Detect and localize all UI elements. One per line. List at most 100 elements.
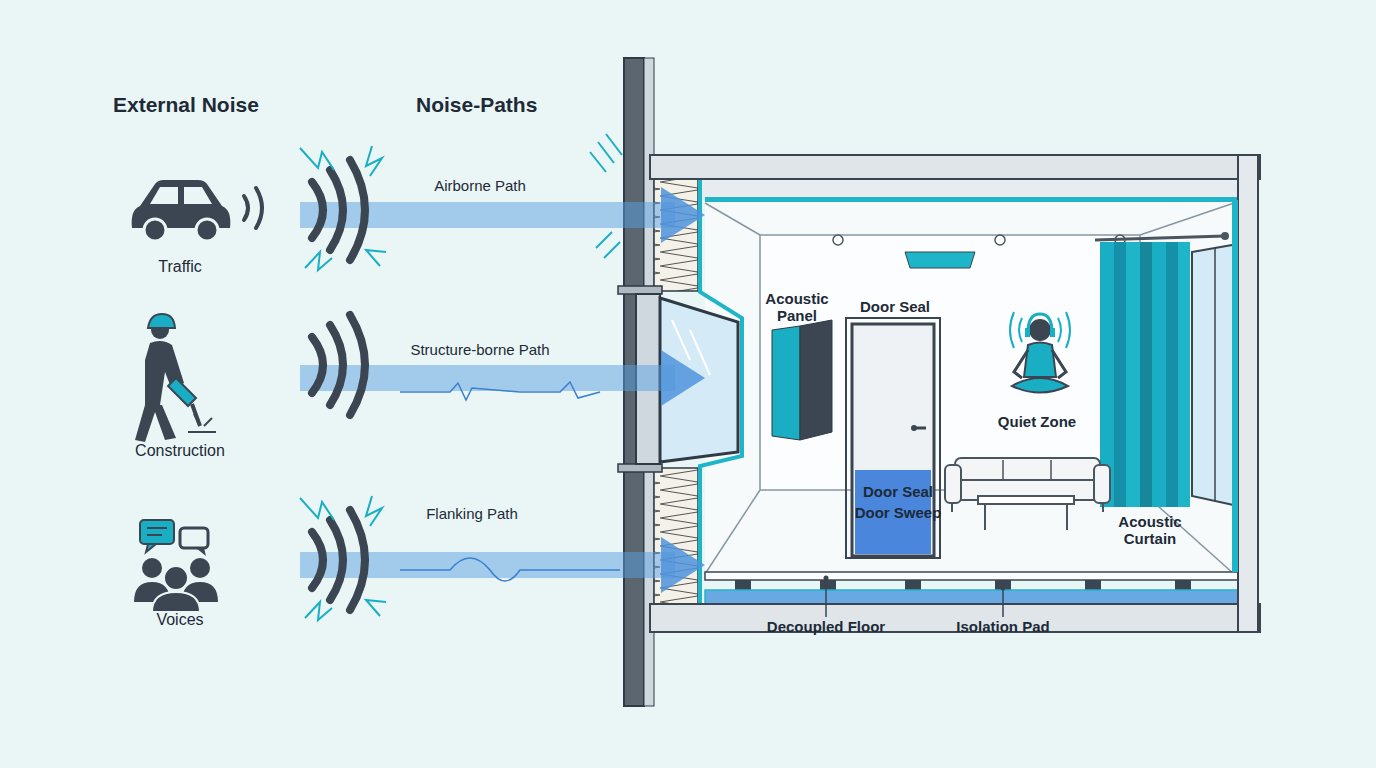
floor-assembly [735, 580, 751, 590]
noise-source: Construction [110, 305, 300, 470]
floor-assembly [650, 604, 1260, 632]
left-wall [654, 468, 698, 604]
room-interior [760, 235, 1140, 490]
floor-assembly [650, 572, 1260, 632]
vibration-lines [598, 142, 614, 163]
car-icon [132, 180, 262, 241]
car-icon [150, 187, 178, 204]
column-heading: Noise-Paths [416, 93, 537, 116]
meditating-person [1010, 312, 1070, 393]
couch [945, 458, 1110, 512]
right-window [1192, 244, 1238, 506]
acoustic-curtain [1221, 232, 1229, 240]
column-heading: External Noise [113, 93, 259, 116]
acoustic-panel [772, 320, 832, 440]
voices-icon [147, 527, 167, 529]
floor-assembly [820, 580, 836, 590]
vibration-lines [606, 134, 622, 155]
meditating-person [1010, 312, 1014, 348]
sound-wave [312, 532, 323, 588]
ceiling-slab [650, 155, 1260, 179]
callout-label: Decoupled Floor [767, 619, 885, 636]
meditating-person [1028, 314, 1052, 332]
coffee-table [978, 496, 1074, 504]
car-icon [244, 196, 248, 220]
noise-burst [366, 146, 382, 176]
sound-wave [312, 337, 323, 393]
acoustic-panel [800, 320, 832, 440]
meditating-person [1050, 328, 1055, 337]
coffee-table [1066, 504, 1068, 530]
worker-icon [168, 378, 196, 406]
part-label: Door Seal [845, 299, 945, 316]
noise-path-arrow [300, 552, 675, 578]
right-wall [1232, 155, 1258, 632]
noise-burst [366, 250, 386, 266]
vibration-lines [596, 232, 612, 248]
room-interior [705, 200, 1240, 580]
sound-wave [350, 315, 365, 415]
car-icon [196, 219, 218, 241]
car-icon [132, 180, 231, 228]
noise-burst [305, 252, 332, 270]
worker-icon [192, 404, 200, 426]
noise-burst [300, 148, 334, 170]
acoustic-curtain [1178, 242, 1190, 507]
couch [1102, 503, 1104, 512]
part-label: Acoustic Curtain [1105, 514, 1195, 547]
ceiling-lights [905, 252, 975, 268]
left-window [690, 330, 710, 375]
meditating-person [1024, 343, 1056, 378]
noise-source: Traffic [120, 165, 300, 285]
meditating-person [1052, 350, 1066, 378]
vibration-lines [590, 134, 622, 258]
acoustic-curtain [1140, 242, 1152, 507]
ceiling-cavity [700, 179, 1238, 202]
leader-line [824, 576, 1006, 618]
noise-burst [300, 498, 334, 520]
voices-icon [142, 558, 162, 578]
meditating-person [1012, 378, 1068, 393]
noise-burst [366, 600, 386, 616]
room-interior [705, 203, 760, 235]
voices-icon [152, 592, 200, 612]
door [852, 324, 934, 556]
voices-icon [180, 528, 208, 548]
meditating-person [1025, 328, 1030, 337]
noise-path-arrow [300, 202, 675, 228]
meditating-person [1066, 312, 1070, 348]
left-wall [618, 464, 662, 472]
door [846, 318, 940, 558]
vibration-lines [590, 152, 606, 172]
floor-assembly [1085, 580, 1101, 590]
vibration-trace [400, 382, 600, 400]
acoustic-curtain [1166, 242, 1178, 507]
acoustic-curtain [1126, 242, 1140, 507]
flanking-trace [400, 558, 620, 581]
ceiling-cavity [700, 179, 1238, 200]
sound-wave [330, 520, 343, 600]
couch [945, 465, 961, 503]
part-label: Acoustic Panel [757, 291, 837, 324]
car-icon [144, 219, 166, 241]
floor-assembly [705, 572, 1240, 580]
noise-burst [366, 496, 382, 526]
path-label: Flanking Path [426, 506, 518, 523]
ceiling-cavity [705, 197, 1238, 202]
voices-icon [196, 548, 206, 556]
voices-icon [190, 558, 210, 578]
source-label: Construction [110, 442, 250, 460]
acoustic-panel [772, 326, 800, 440]
worker-icon [135, 405, 176, 442]
vibration-lines [604, 242, 620, 258]
sound-wave [312, 160, 365, 610]
left-wall [654, 179, 698, 291]
room-box: Acoustic PanelDoor SealDoor SealDoor Swe… [705, 200, 1240, 580]
ceiling-lights [833, 235, 1125, 268]
right-window [1192, 244, 1238, 506]
part-label: Door Sweep [853, 505, 943, 522]
